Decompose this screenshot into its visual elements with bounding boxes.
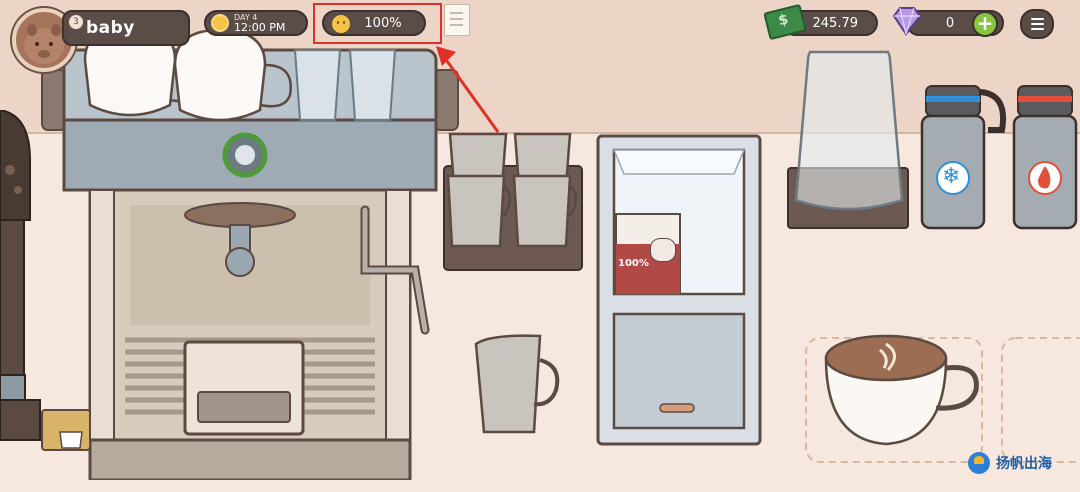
receipt-icon[interactable] bbox=[444, 4, 470, 36]
player-level-badge: 3 bbox=[68, 14, 84, 30]
menu-button[interactable] bbox=[1020, 9, 1054, 39]
clock-time: 12:00 PM bbox=[234, 20, 286, 34]
add-gems-button[interactable]: + bbox=[972, 11, 998, 37]
watermark-text: 扬帆出海 bbox=[996, 456, 1052, 472]
mood-pill: 100% bbox=[322, 10, 426, 36]
empty-serving-slot[interactable] bbox=[1000, 336, 1080, 466]
cold-thermos[interactable] bbox=[918, 80, 1010, 230]
cash-amount: 245.79 bbox=[812, 15, 859, 31]
watermark: 扬帆出海 bbox=[968, 452, 1052, 474]
milk-pitcher[interactable] bbox=[470, 330, 570, 440]
snowflake-icon: ❄ bbox=[942, 164, 961, 189]
gem-icon bbox=[892, 7, 922, 36]
hot-thermos[interactable] bbox=[1008, 80, 1080, 230]
coffee-grinder[interactable] bbox=[0, 110, 100, 460]
espresso-machine[interactable] bbox=[40, 30, 460, 480]
smiley-icon bbox=[332, 15, 350, 33]
milk-fridge[interactable] bbox=[596, 134, 762, 446]
cow-icon bbox=[650, 238, 676, 262]
gem-amount: 0 bbox=[945, 15, 955, 31]
glass-cup-stack[interactable] bbox=[786, 50, 912, 234]
avatar-capybara-icon bbox=[24, 24, 64, 64]
milk-carton-label: 100% bbox=[618, 258, 649, 269]
highlight-arrow bbox=[436, 46, 500, 133]
pitcher-tray[interactable] bbox=[440, 126, 590, 274]
watermark-logo-icon bbox=[968, 452, 990, 474]
player-name-pill[interactable]: baby bbox=[62, 10, 190, 46]
day-label: DAY 4 bbox=[234, 12, 258, 22]
player-name: baby bbox=[86, 18, 135, 38]
mood-percent: 100% bbox=[364, 15, 402, 31]
sun-icon bbox=[213, 16, 227, 30]
mood-highlight-box bbox=[313, 3, 442, 44]
latte-cup[interactable] bbox=[804, 318, 994, 468]
day-time-pill: DAY 4 12:00 PM bbox=[204, 10, 308, 36]
